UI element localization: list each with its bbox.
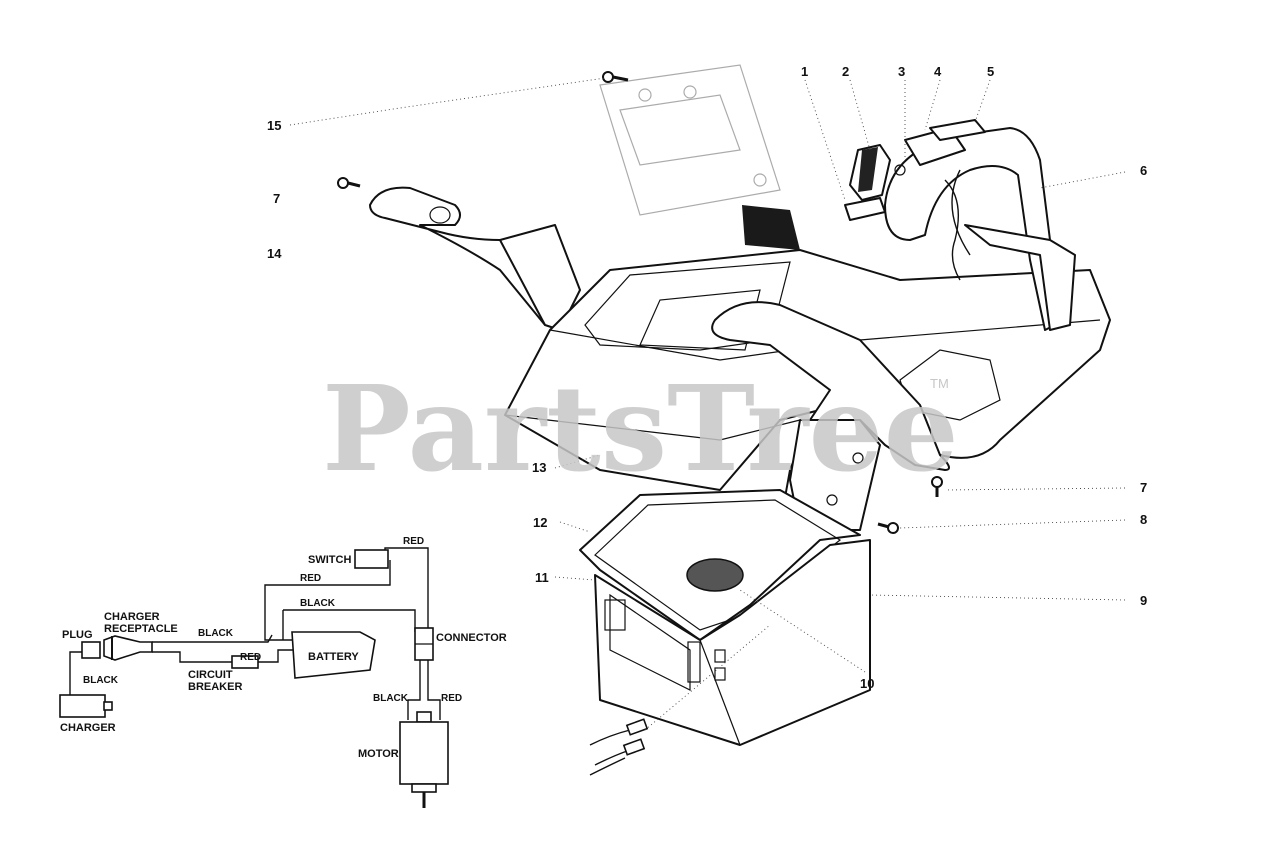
label-red-top: RED bbox=[403, 536, 424, 547]
terminal-plate bbox=[686, 558, 744, 592]
callout-4: 4 bbox=[934, 64, 942, 79]
wiring-schematic: SWITCH RED RED BLACK CHARGER RECEPTACLE … bbox=[59, 536, 507, 808]
watermark-text: PartsTree bbox=[322, 359, 959, 498]
leader-lines bbox=[289, 77, 1126, 731]
callout-3: 3 bbox=[898, 64, 905, 79]
rear-panel bbox=[599, 64, 781, 216]
callout-5: 5 bbox=[987, 64, 994, 79]
callout-9: 9 bbox=[1140, 593, 1147, 608]
label-motor: MOTOR bbox=[358, 748, 399, 760]
label-circuit-breaker-2: BREAKER bbox=[188, 681, 242, 693]
label-black-mid: BLACK bbox=[300, 598, 336, 609]
label-black-motor: BLACK bbox=[373, 693, 409, 704]
callout-numbers: 1 2 3 4 5 6 7 14 15 13 12 11 10 9 8 7 bbox=[267, 64, 1147, 691]
handle-left bbox=[369, 186, 581, 331]
callout-11: 11 bbox=[535, 570, 549, 585]
callout-12: 12 bbox=[533, 515, 547, 530]
label-black-charger: BLACK bbox=[83, 675, 119, 686]
screw-8 bbox=[877, 522, 899, 534]
label-switch: SWITCH bbox=[308, 554, 351, 566]
label-battery: BATTERY bbox=[308, 651, 359, 663]
circuit-breaker-symbol bbox=[231, 655, 259, 669]
label-charger-receptacle-1: CHARGER bbox=[104, 611, 160, 623]
charger-symbol bbox=[59, 694, 106, 718]
callout-1: 1 bbox=[801, 64, 808, 79]
callout-2: 2 bbox=[842, 64, 849, 79]
label-red-switch: RED bbox=[300, 573, 321, 584]
callout-13: 13 bbox=[532, 460, 546, 475]
screw-15 bbox=[602, 71, 629, 83]
label-charger-receptacle-2: RECEPTACLE bbox=[104, 623, 178, 635]
label-charger: CHARGER bbox=[60, 722, 116, 734]
handle-front bbox=[711, 301, 950, 531]
watermark: PartsTree TM bbox=[322, 359, 959, 498]
exploded-view: 1 2 3 4 5 6 7 14 15 13 12 11 10 9 8 7 bbox=[267, 64, 1147, 776]
label-red-motor: RED bbox=[441, 693, 462, 704]
callout-6: 6 bbox=[1140, 163, 1147, 178]
callout-8: 8 bbox=[1140, 512, 1147, 527]
callout-7-top: 7 bbox=[273, 191, 280, 206]
screw-7-top bbox=[337, 177, 361, 189]
screw-7-right bbox=[931, 476, 943, 497]
plug-symbol bbox=[81, 641, 101, 659]
switch-parts bbox=[844, 119, 986, 221]
battery-box bbox=[594, 539, 871, 746]
battery-symbol bbox=[291, 631, 376, 679]
charger-receptacle-symbol bbox=[103, 635, 153, 661]
watermark-trademark: TM bbox=[930, 376, 949, 391]
label-circuit-breaker-1: CIRCUIT bbox=[188, 669, 233, 681]
motor-symbol bbox=[399, 711, 449, 808]
wire-bundle bbox=[742, 205, 800, 250]
label-connector: CONNECTOR bbox=[436, 632, 507, 644]
label-plug: PLUG bbox=[62, 629, 93, 641]
callout-15: 15 bbox=[267, 118, 281, 133]
callout-7-right: 7 bbox=[1140, 480, 1147, 495]
callout-14: 14 bbox=[267, 246, 282, 261]
wire-leads bbox=[589, 718, 649, 776]
callout-10: 10 bbox=[860, 676, 874, 691]
label-red-breaker: RED bbox=[240, 652, 261, 663]
label-black-left: BLACK bbox=[198, 628, 234, 639]
switch-symbol bbox=[354, 549, 389, 569]
